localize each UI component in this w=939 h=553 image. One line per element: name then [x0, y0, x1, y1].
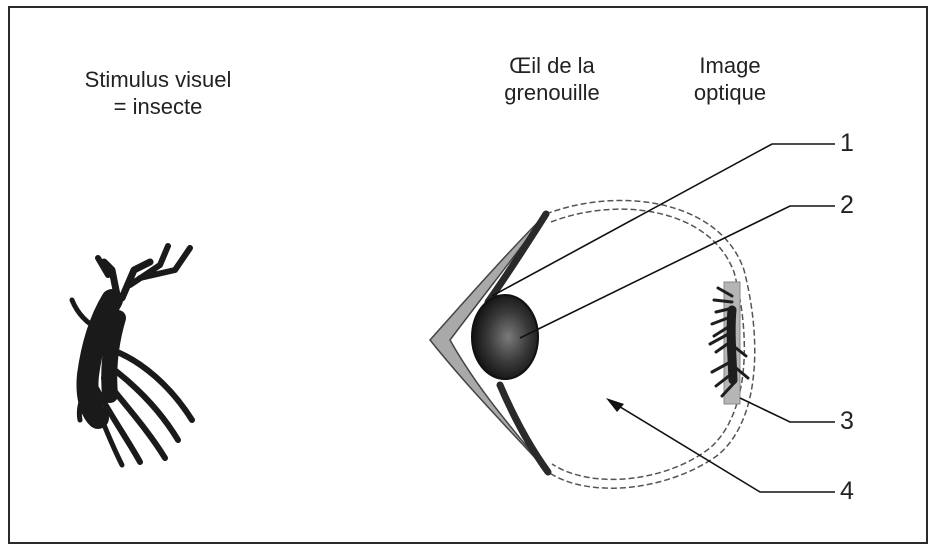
- callout-4: 4: [840, 479, 854, 504]
- insect-stimulus-drawing: [72, 246, 192, 465]
- image-caption: Image optique: [680, 52, 780, 106]
- callout-3: 3: [840, 409, 854, 434]
- stimulus-caption-line1: Stimulus visuel: [56, 66, 260, 93]
- image-caption-line2: optique: [680, 79, 780, 106]
- callout-1: 1: [840, 131, 854, 156]
- lens: [472, 295, 538, 379]
- eyeball-outline: [546, 200, 755, 488]
- leader-line-4: [612, 402, 835, 492]
- callout-2: 2: [840, 193, 854, 218]
- image-caption-line1: Image: [680, 52, 780, 79]
- stimulus-caption-line2: = insecte: [56, 93, 260, 120]
- eye-caption-line1: Œil de la: [482, 52, 622, 79]
- leader-line-3: [740, 398, 835, 422]
- leader-line-2: [520, 206, 835, 338]
- stimulus-caption: Stimulus visuel = insecte: [56, 66, 260, 120]
- cornea-rim: [488, 214, 546, 302]
- callout-leader-lines: [492, 144, 835, 492]
- eye-caption: Œil de la grenouille: [482, 52, 622, 106]
- arrowhead-4: [606, 398, 624, 412]
- eye-caption-line2: grenouille: [482, 79, 622, 106]
